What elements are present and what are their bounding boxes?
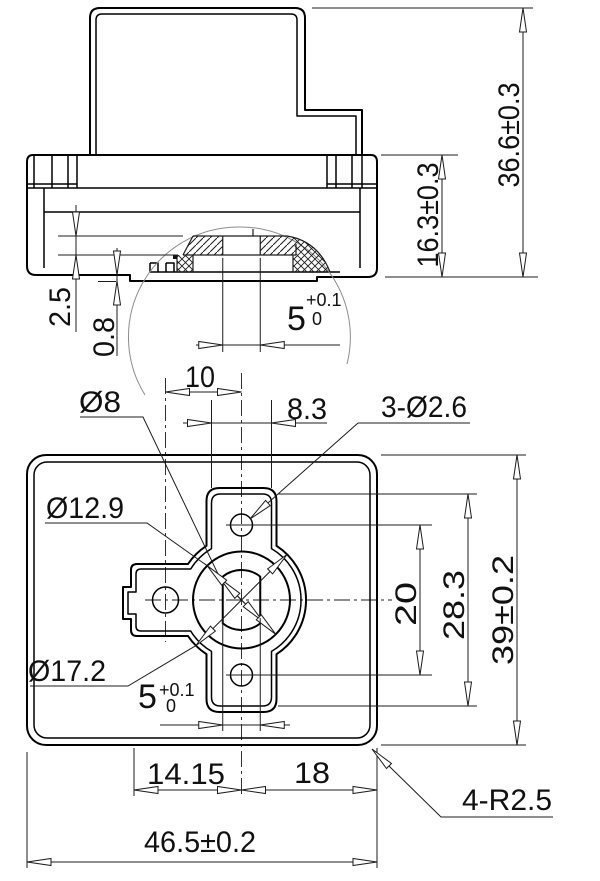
boss-inner	[127, 493, 302, 707]
dim-center-to-left: 14.15	[147, 758, 225, 791]
dim-dia-small: Ø8	[79, 386, 121, 419]
arrowhead	[371, 748, 393, 770]
dim-hole-offset: 10	[185, 361, 215, 394]
hole-tab	[151, 586, 180, 614]
upper-block-outer	[89, 7, 363, 156]
upper-block-inner	[95, 13, 357, 155]
bottom-view-dimensions: 10 8.3 3-Ø2.6 Ø8 Ø12.9 Ø17.2 5 +0.1 0 20…	[26, 361, 553, 868]
centerlines	[145, 373, 392, 795]
arrowhead	[352, 785, 378, 795]
dim-base-height: 16.3±0.3	[412, 163, 445, 268]
dim-boss-height: 28.3	[438, 570, 471, 640]
dim-dia-mid: Ø12.9	[46, 492, 124, 525]
arrowhead	[242, 600, 264, 622]
arrowhead	[71, 254, 81, 280]
dim-slot-tol-plus-side: +0.1	[306, 290, 342, 310]
side-view: 36.6±0.3 16.3±0.3 2.5 0.8 5 +0.1 0	[26, 7, 538, 396]
dim-center-to-right: 18	[294, 757, 330, 790]
boss-outer	[122, 487, 308, 713]
body-inner	[33, 461, 371, 739]
arrowhead	[195, 625, 217, 647]
dim-body-width: 46.5±0.2	[144, 826, 256, 859]
lower-body-outline	[26, 154, 378, 282]
crosshatch-left	[177, 255, 193, 272]
dim-corner-radius: 4-R2.5	[462, 784, 552, 817]
construction-arc	[127, 226, 351, 396]
arrowhead	[512, 720, 522, 746]
arrowhead	[26, 857, 52, 867]
dim-hole-pitch: 20	[390, 582, 423, 626]
bottom-view-outline	[26, 454, 378, 746]
arrowhead	[112, 250, 122, 276]
dome-section	[127, 226, 351, 396]
arrowhead	[187, 418, 212, 428]
arrowhead	[217, 785, 242, 795]
arrowhead	[463, 493, 473, 519]
inner-walls	[43, 188, 361, 268]
arrowhead	[71, 211, 81, 237]
arrowhead	[437, 252, 447, 278]
dim-step-upper: 2.5	[44, 287, 77, 327]
arrowhead	[260, 720, 285, 730]
side-view-dimensions: 36.6±0.3 16.3±0.3 2.5 0.8 5 +0.1 0	[44, 7, 538, 357]
arrowhead	[206, 565, 228, 586]
dim-step-lower: 0.8	[88, 317, 121, 357]
dim-total-height: 36.6±0.3	[493, 83, 526, 188]
dim-body-height: 39±0.2	[487, 555, 520, 665]
arrowhead	[437, 154, 447, 180]
dome-outline	[176, 229, 331, 273]
arrowhead	[463, 681, 473, 707]
arrowhead	[217, 387, 242, 397]
arrowhead	[271, 418, 296, 428]
arrowhead	[241, 785, 266, 795]
hatch-right	[260, 236, 296, 255]
gate-mark	[173, 255, 177, 259]
arrowhead	[260, 340, 285, 350]
arrowhead	[219, 578, 241, 600]
dim-slot-tol-minus-side: 0	[312, 309, 322, 329]
arrowhead	[198, 720, 223, 730]
arrowhead	[165, 387, 190, 397]
arrowhead	[255, 614, 277, 635]
arrowhead	[352, 857, 378, 867]
arrowhead	[112, 280, 122, 306]
dim-dia-large: Ø17.2	[28, 655, 106, 688]
dim-slot-tol-plus-bottom: +0.1	[159, 680, 195, 700]
bottom-view: 10 8.3 3-Ø2.6 Ø8 Ø12.9 Ø17.2 5 +0.1 0 20…	[26, 361, 553, 868]
arrowhead	[415, 650, 425, 676]
circle-d12-9	[192, 550, 291, 650]
dim-slot-width-bottom: 5	[138, 678, 157, 716]
dim-slot-width-side: 5	[287, 300, 306, 338]
hatch-left	[183, 236, 223, 255]
arrowhead	[518, 7, 528, 33]
arrowhead	[512, 454, 522, 480]
flange-cells	[27, 155, 377, 188]
crosshatch-right	[287, 236, 330, 272]
arrowhead	[415, 524, 425, 550]
body-outer	[26, 454, 378, 746]
dim-holes-spec: 3-Ø2.6	[381, 391, 467, 424]
arrowhead	[133, 785, 159, 795]
dim-boss-width: 8.3	[287, 393, 327, 426]
arrowhead	[518, 252, 528, 278]
arrowhead	[266, 553, 288, 575]
arrowhead	[249, 499, 271, 520]
arrowhead	[198, 340, 223, 350]
dim-slot-tol-minus-bottom: 0	[166, 696, 176, 716]
